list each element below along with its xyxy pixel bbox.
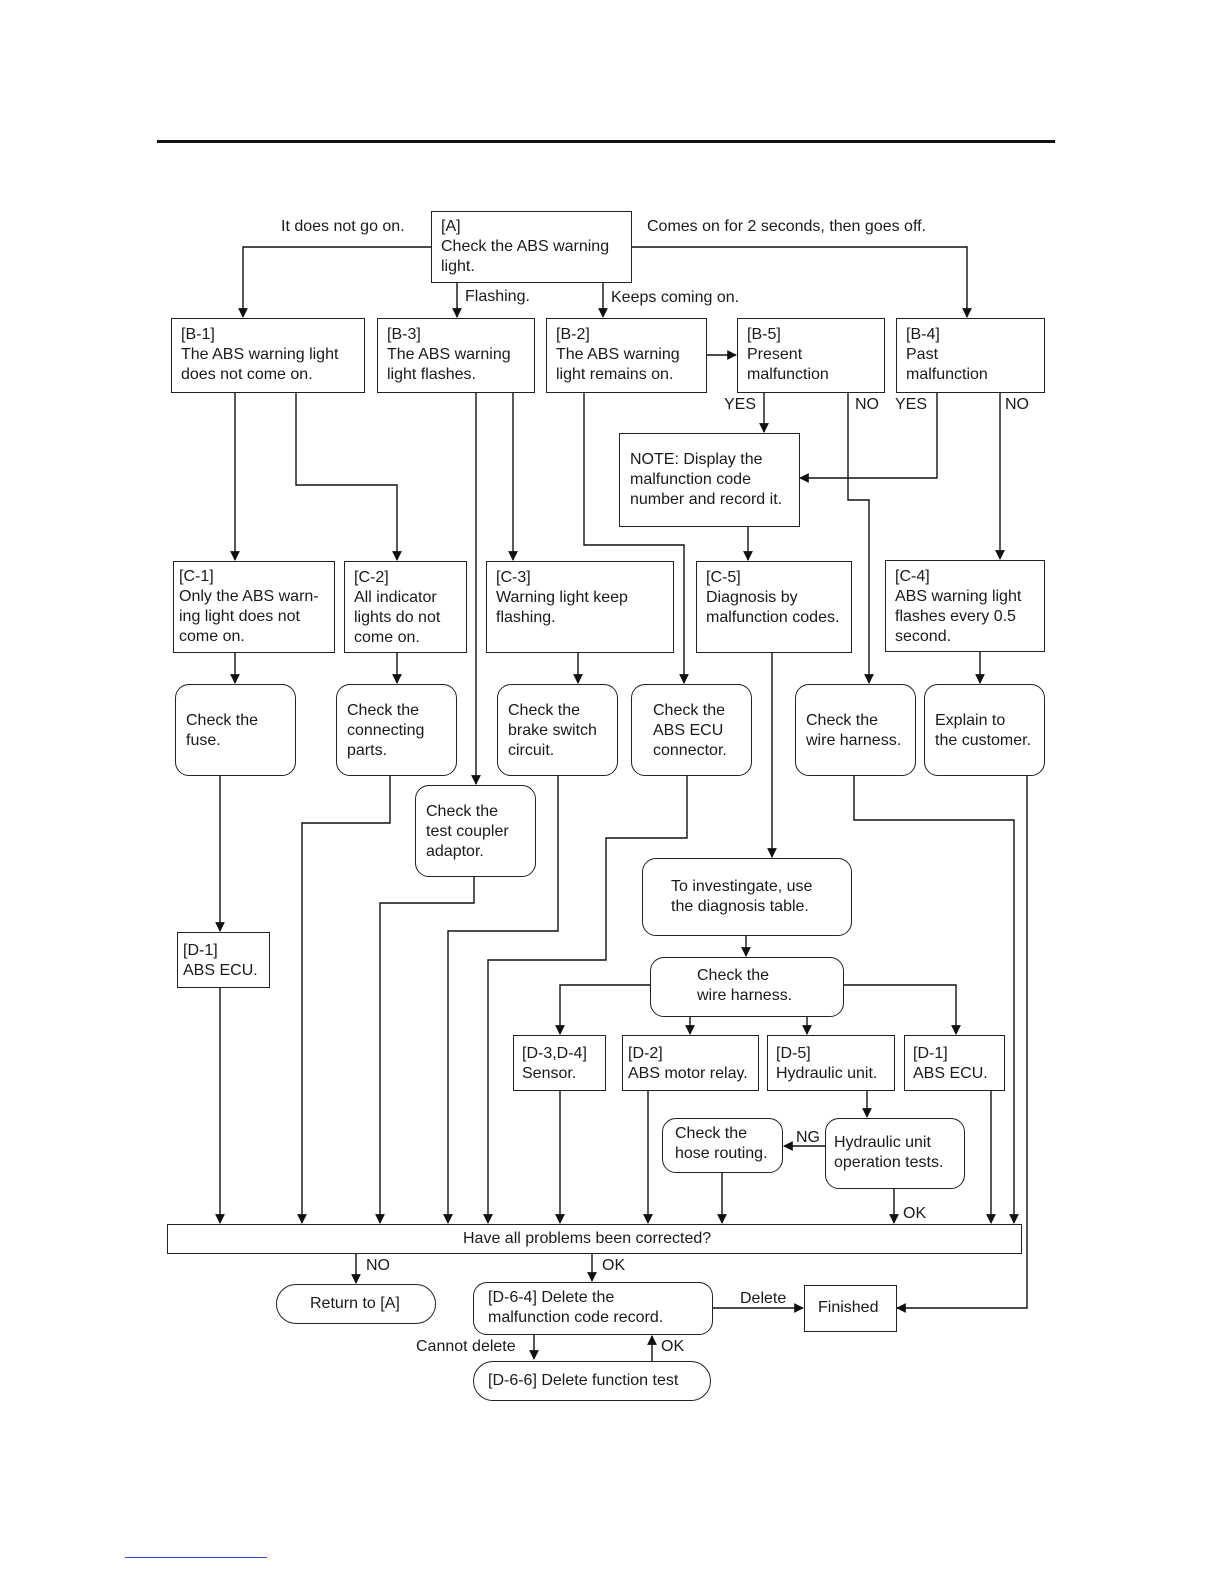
node-check-hose: Check the hose routing. — [662, 1118, 783, 1173]
edge-a-b1 — [238, 246, 431, 318]
node-d34: [D-3,D-4] Sensor. — [513, 1035, 606, 1091]
label-ok-delete-test: OK — [661, 1338, 685, 1355]
label-b5-yes: YES — [724, 396, 757, 413]
edge-coupler-corrected — [375, 877, 475, 1224]
node-d5: [D-5] Hydraulic unit. — [767, 1035, 895, 1091]
node-hydraulic-tests: Hydraulic unit operation tests. — [825, 1118, 965, 1189]
node-delete-record: [D-6-4] Delete the malfunction code reco… — [473, 1282, 713, 1335]
edge-harness2-d34 — [555, 984, 651, 1035]
node-a: [A] Check the ABS warning light. — [431, 211, 632, 283]
label-keeps-on: Keeps coming on. — [611, 289, 740, 306]
label-not-on: It does not go on. — [281, 218, 405, 235]
edge-b1-c2 — [295, 393, 402, 561]
node-investigate: To investingate, use the diagnosis table… — [642, 858, 852, 936]
node-c2: [C-2] All indicator lights do not come o… — [344, 561, 467, 653]
edge-connecting-corrected — [297, 776, 391, 1224]
edge-ecu-connector-corrected — [483, 776, 688, 1224]
label-ok-hydraulic: OK — [903, 1205, 927, 1222]
node-check-wire-harness-1: Check the wire harness. — [795, 684, 916, 776]
node-all-corrected: Have all problems been corrected? — [167, 1224, 1022, 1254]
node-d1-right: [D-1] ABS ECU. — [904, 1035, 1005, 1091]
edge-b2-ecu-connector — [583, 393, 689, 684]
node-d1-left: [D-1] ABS ECU. — [177, 932, 270, 988]
node-c5: [C-5] Diagnosis by malfunction codes. — [696, 561, 852, 653]
label-delete: Delete — [740, 1290, 787, 1307]
node-check-ecu-connector: Check the ABS ECU connector. — [631, 684, 752, 776]
node-c3: [C-3] Warning light keep flashing. — [486, 561, 674, 653]
node-d2: [D-2] ABS motor relay. — [622, 1035, 759, 1091]
edge-a-b4 — [631, 246, 972, 318]
node-check-test-coupler: Check the test coupler adaptor. — [415, 785, 536, 877]
node-check-fuse: Check the fuse. — [175, 684, 296, 776]
node-return-a: Return to [A] — [276, 1284, 436, 1324]
label-b5-no: NO — [855, 396, 879, 413]
node-b3: [B-3] The ABS warning light flashes. — [377, 318, 535, 393]
node-note: NOTE: Display the malfunction code numbe… — [619, 433, 800, 527]
edge-b4-yes-note — [799, 393, 938, 483]
node-b2: [B-2] The ABS warning light remains on. — [546, 318, 707, 393]
label-b4-no: NO — [1005, 396, 1029, 413]
node-b4: [B-4] Past malfunction — [896, 318, 1045, 393]
edge-harness2-d1 — [843, 984, 961, 1035]
edge-explain-finished — [896, 776, 1028, 1313]
node-b5: [B-5] Present malfunction — [737, 318, 885, 393]
label-flashing: Flashing. — [465, 288, 530, 305]
node-check-connecting: Check the connecting parts. — [336, 684, 457, 776]
node-b1: [B-1] The ABS warning light does not com… — [171, 318, 365, 393]
edge-harness1-corrected — [853, 776, 1019, 1224]
node-check-brake-switch: Check the brake switch circuit. — [497, 684, 618, 776]
footer-link-underline — [125, 1557, 267, 1558]
node-finished: Finished — [804, 1285, 897, 1332]
edge-brake-corrected — [443, 776, 559, 1224]
node-delete-test: [D-6-6] Delete function test — [473, 1361, 711, 1401]
label-comes-on-2s: Comes on for 2 seconds, then goes off. — [647, 218, 926, 235]
node-c4: [C-4] ABS warning light flashes every 0.… — [885, 560, 1045, 652]
label-ok-corrected: OK — [602, 1257, 626, 1274]
edge-b5-no-harness — [847, 393, 874, 684]
node-check-wire-harness-2: Check the wire harness. — [650, 957, 844, 1017]
label-b4-yes: YES — [895, 396, 928, 413]
node-c1: [C-1] Only the ABS warn- ing light does … — [173, 561, 335, 653]
label-ng: NG — [796, 1129, 820, 1146]
node-explain-customer: Explain to the customer. — [924, 684, 1045, 776]
top-rule — [157, 140, 1055, 143]
label-no-corrected: NO — [366, 1257, 390, 1274]
label-cannot-delete: Cannot delete — [416, 1338, 516, 1355]
